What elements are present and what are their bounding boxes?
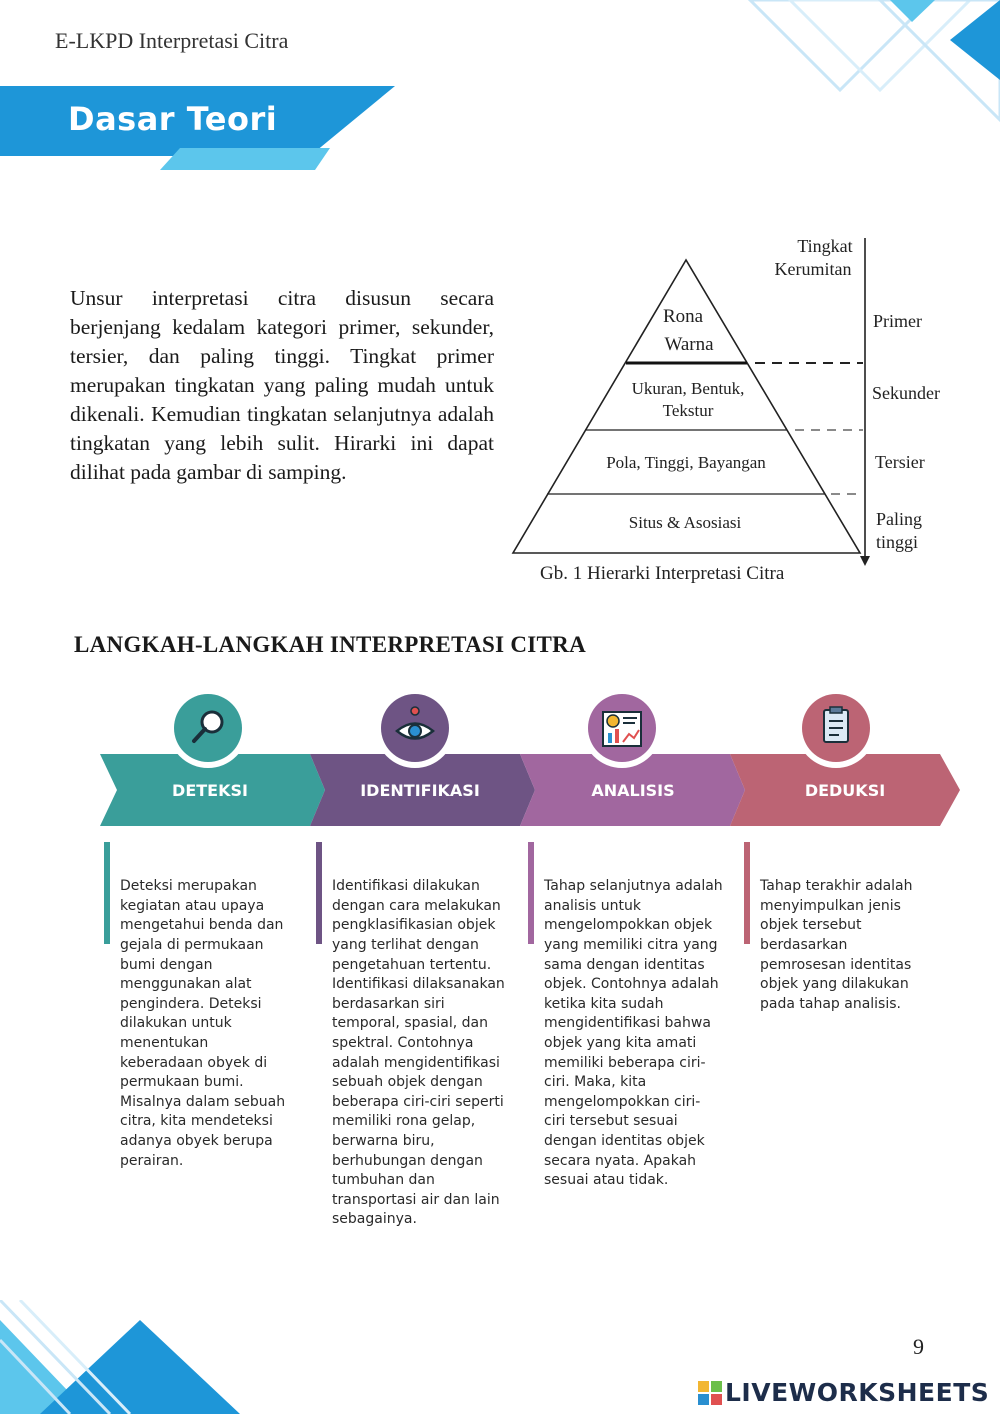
liveworksheets-text: LIVEWORKSHEETS	[725, 1378, 990, 1407]
category-primer: Primer	[873, 311, 922, 331]
top-right-decoration	[747, 0, 1000, 123]
level-tersier-text: Pola, Tinggi, Bayangan	[606, 453, 766, 472]
description-text: Tahap selanjutnya adalah analisis untuk …	[544, 878, 723, 1189]
step-label-identifikasi: IDENTIFIKASI	[360, 781, 480, 800]
step-description-deteksi: Deteksi merupakan kegiatan atau upaya me…	[104, 838, 314, 1171]
step-label-analisis: ANALISIS	[591, 781, 674, 800]
category-paling: Paling	[876, 509, 922, 529]
liveworksheets-icon	[698, 1380, 722, 1405]
category-tersier: Tersier	[875, 452, 925, 472]
step-label-deduksi: DEDUKSI	[805, 781, 885, 800]
section-title: Dasar Teori	[68, 100, 278, 138]
category-tinggi: tinggi	[876, 532, 918, 552]
description-text: Tahap terakhir adalah menyimpulkan jenis…	[760, 878, 913, 1012]
eye-target-icon	[395, 706, 435, 740]
description-text: Identifikasi dilakukan dengan cara melak…	[332, 878, 505, 1228]
bottom-left-decoration	[0, 1300, 240, 1414]
liveworksheets-logo[interactable]: LIVEWORKSHEETS	[698, 1378, 989, 1407]
document-header: E-LKPD Interpretasi Citra	[55, 28, 289, 53]
clipboard-icon	[823, 706, 849, 743]
step-deteksi: DETEKSI	[100, 688, 325, 826]
axis-title-line2: Kerumitan	[775, 259, 852, 279]
level-primer-text1: Rona	[663, 306, 704, 327]
step-description-analisis: Tahap selanjutnya adalah analisis untuk …	[528, 838, 740, 1191]
steps-flow: DETEKSI IDENTIFIKASI ANALISIS	[100, 688, 960, 826]
step-deduksi: DEDUKSI	[730, 688, 960, 826]
chart-analysis-icon	[602, 711, 642, 747]
level-sekunder-text1: Ukuran, Bentuk,	[632, 379, 745, 398]
section-banner	[0, 86, 395, 170]
steps-heading: LANGKAH-LANGKAH INTERPRETASI CITRA	[74, 632, 586, 657]
level-paling-tinggi-text: Situs & Asosiasi	[629, 513, 742, 532]
page-number: 9	[913, 1334, 924, 1359]
step-description-identifikasi: Identifikasi dilakukan dengan cara melak…	[316, 838, 528, 1230]
step-analisis: ANALISIS	[520, 688, 745, 826]
level-sekunder-text2: Tekstur	[663, 401, 714, 420]
figure-caption: Gb. 1 Hierarki Interpretasi Citra	[540, 563, 785, 584]
complexity-axis-arrow	[860, 556, 870, 566]
step-label-deteksi: DETEKSI	[172, 781, 248, 800]
magnifier-icon	[192, 710, 224, 743]
level-primer-text2: Warna	[664, 334, 714, 355]
category-sekunder: Sekunder	[872, 383, 940, 403]
description-text: Deteksi merupakan kegiatan atau upaya me…	[120, 878, 286, 1169]
hierarchy-pyramid: Tingkat Kerumitan Rona Warna Ukuran, Ben…	[511, 236, 940, 584]
pyramid-outline	[511, 258, 862, 554]
axis-title-line1: Tingkat	[797, 236, 852, 256]
step-description-deduksi: Tahap terakhir adalah menyimpulkan jenis…	[744, 838, 956, 1014]
step-identifikasi: IDENTIFIKASI	[310, 688, 535, 826]
intro-paragraph: Unsur interpretasi citra disusun secara …	[70, 286, 494, 484]
